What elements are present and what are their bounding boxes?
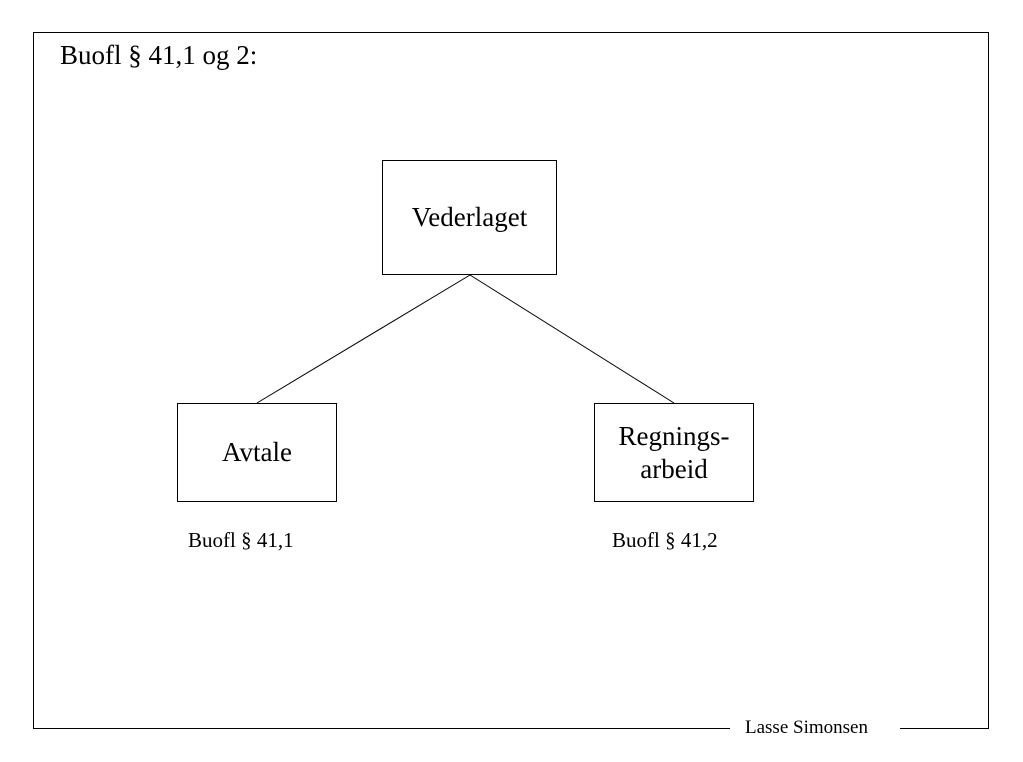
reference-regningsarbeid: Buofl § 41,2 [612,528,718,552]
reference-avtale: Buofl § 41,1 [188,528,294,552]
node-avtale-label: Avtale [222,437,292,468]
node-vederlaget-label: Vederlaget [411,202,528,233]
frame-top-border [33,32,989,33]
node-regningsarbeid-label-line1: Regnings- [618,421,730,452]
frame-left-border [33,32,34,729]
frame-bottom-border-left [33,728,730,729]
frame-bottom-border-right [900,728,989,729]
slide-title: Buofl § 41,1 og 2: [60,40,258,70]
node-regningsarbeid: Regnings- arbeid [594,403,754,502]
frame-right-border [988,32,989,729]
author-footer: Lasse Simonsen [745,717,868,738]
edge-root-to-avtale [256,274,471,404]
node-regningsarbeid-label-line2: arbeid [640,453,708,484]
edge-root-to-regningsarbeid [469,274,675,404]
node-vederlaget: Vederlaget [382,160,557,275]
node-avtale: Avtale [177,403,337,502]
